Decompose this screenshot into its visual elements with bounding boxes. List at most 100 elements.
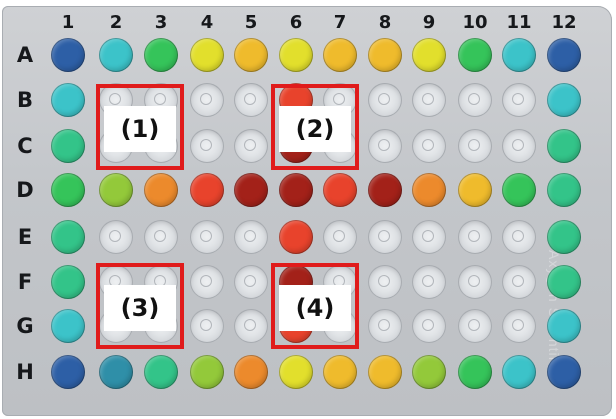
well-E1 <box>51 220 85 254</box>
well-F10 <box>458 265 492 299</box>
well-D2 <box>99 173 133 207</box>
well-F8 <box>368 265 402 299</box>
column-label-2: 2 <box>101 12 131 34</box>
column-label-1: 1 <box>53 12 83 34</box>
well-D10 <box>458 173 492 207</box>
well-B12 <box>547 83 581 117</box>
well-A9 <box>412 38 446 72</box>
well-E7 <box>323 220 357 254</box>
column-label-7: 7 <box>325 12 355 34</box>
well-D11 <box>502 173 536 207</box>
highlight-box-label: (2) <box>279 106 351 152</box>
well-E2 <box>99 220 133 254</box>
well-C10 <box>458 129 492 163</box>
well-A4 <box>190 38 224 72</box>
well-B8 <box>368 83 402 117</box>
well-D4 <box>190 173 224 207</box>
well-D9 <box>412 173 446 207</box>
well-E4 <box>190 220 224 254</box>
well-G4 <box>190 309 224 343</box>
column-label-9: 9 <box>414 12 444 34</box>
well-E12 <box>547 220 581 254</box>
well-D7 <box>323 173 357 207</box>
well-D1 <box>51 173 85 207</box>
row-label-B: B <box>14 87 36 113</box>
well-B5 <box>234 83 268 117</box>
well-G8 <box>368 309 402 343</box>
well-B11 <box>502 83 536 117</box>
column-label-10: 10 <box>460 12 490 34</box>
row-label-A: A <box>14 42 36 68</box>
well-G9 <box>412 309 446 343</box>
well-D5 <box>234 173 268 207</box>
well-G11 <box>502 309 536 343</box>
well-H3 <box>144 355 178 389</box>
well-D12 <box>547 173 581 207</box>
well-A11 <box>502 38 536 72</box>
column-label-11: 11 <box>504 12 534 34</box>
well-E9 <box>412 220 446 254</box>
well-C8 <box>368 129 402 163</box>
well-A7 <box>323 38 357 72</box>
well-B10 <box>458 83 492 117</box>
well-F12 <box>547 265 581 299</box>
well-H7 <box>323 355 357 389</box>
column-label-8: 8 <box>370 12 400 34</box>
well-C9 <box>412 129 446 163</box>
well-H4 <box>190 355 224 389</box>
row-label-D: D <box>14 177 36 203</box>
well-A6 <box>279 38 313 72</box>
well-H8 <box>368 355 402 389</box>
well-A10 <box>458 38 492 72</box>
column-label-3: 3 <box>146 12 176 34</box>
well-E8 <box>368 220 402 254</box>
well-E5 <box>234 220 268 254</box>
well-H6 <box>279 355 313 389</box>
well-H12 <box>547 355 581 389</box>
well-G5 <box>234 309 268 343</box>
well-F11 <box>502 265 536 299</box>
well-B9 <box>412 83 446 117</box>
well-C12 <box>547 129 581 163</box>
column-label-5: 5 <box>236 12 266 34</box>
well-D3 <box>144 173 178 207</box>
highlight-box-label: (1) <box>104 106 176 152</box>
row-label-C: C <box>14 133 36 159</box>
highlight-box-label: (3) <box>104 285 176 331</box>
well-G12 <box>547 309 581 343</box>
well-H9 <box>412 355 446 389</box>
column-label-12: 12 <box>549 12 579 34</box>
well-E10 <box>458 220 492 254</box>
row-label-H: H <box>14 359 36 385</box>
row-label-F: F <box>14 269 36 295</box>
well-H10 <box>458 355 492 389</box>
well-F9 <box>412 265 446 299</box>
well-A1 <box>51 38 85 72</box>
column-label-4: 4 <box>192 12 222 34</box>
well-A12 <box>547 38 581 72</box>
well-G10 <box>458 309 492 343</box>
row-label-G: G <box>14 313 36 339</box>
row-label-E: E <box>14 224 36 250</box>
column-label-6: 6 <box>281 12 311 34</box>
highlight-box-label: (4) <box>279 285 351 331</box>
well-A3 <box>144 38 178 72</box>
well-A5 <box>234 38 268 72</box>
well-F1 <box>51 265 85 299</box>
well-E11 <box>502 220 536 254</box>
well-H2 <box>99 355 133 389</box>
well-C1 <box>51 129 85 163</box>
well-D8 <box>368 173 402 207</box>
well-H11 <box>502 355 536 389</box>
well-A8 <box>368 38 402 72</box>
well-E6 <box>279 220 313 254</box>
well-E3 <box>144 220 178 254</box>
well-F5 <box>234 265 268 299</box>
well-F4 <box>190 265 224 299</box>
well-A2 <box>99 38 133 72</box>
well-C4 <box>190 129 224 163</box>
well-G1 <box>51 309 85 343</box>
well-H1 <box>51 355 85 389</box>
well-C5 <box>234 129 268 163</box>
